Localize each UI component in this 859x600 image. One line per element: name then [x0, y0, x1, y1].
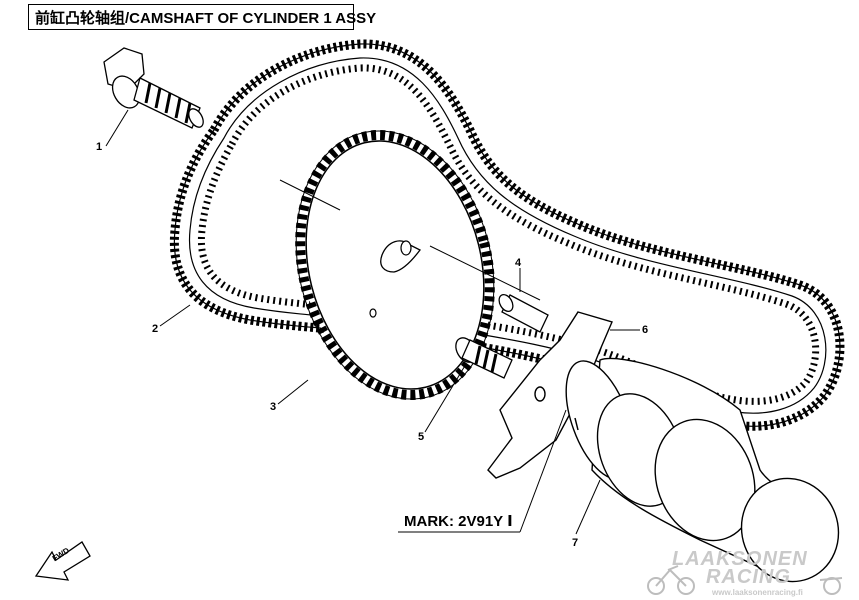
leader-lines [105, 109, 640, 535]
camshaft-plate [487, 311, 613, 479]
callout-2: 2 [152, 323, 159, 335]
camshaft [565, 357, 840, 583]
callout-3: 3 [270, 401, 277, 413]
watermark-bike-icon [647, 565, 843, 595]
sprocket-bolt [103, 47, 204, 129]
callout-5: 5 [418, 431, 425, 443]
mark-label: MARK: 2V91Y Ⅰ [404, 513, 513, 530]
watermark-line2: RACING [706, 566, 791, 588]
callout-6: 6 [642, 324, 649, 336]
watermark-url: www.laaksonenracing.fi [712, 588, 803, 597]
fwd-arrow-icon [34, 541, 91, 581]
cam-sprocket [295, 130, 495, 400]
watermark-line1: LAAKSONEN [672, 548, 808, 570]
guide-bolt [455, 337, 513, 379]
watermark-logo: LAAKSONEN RACING www.laaksonenracing.fi [646, 546, 856, 598]
callout-7: 7 [572, 537, 579, 549]
title-text: 前缸凸轮轴组/CAMSHAFT OF CYLINDER 1 ASSY [35, 9, 377, 27]
callout-4: 4 [515, 257, 522, 269]
callout-1: 1 [96, 141, 103, 153]
page-title: 前缸凸轮轴组/CAMSHAFT OF CYLINDER 1 ASSY [28, 4, 376, 30]
dowel-pin [498, 293, 549, 333]
timing-chain [169, 39, 845, 431]
